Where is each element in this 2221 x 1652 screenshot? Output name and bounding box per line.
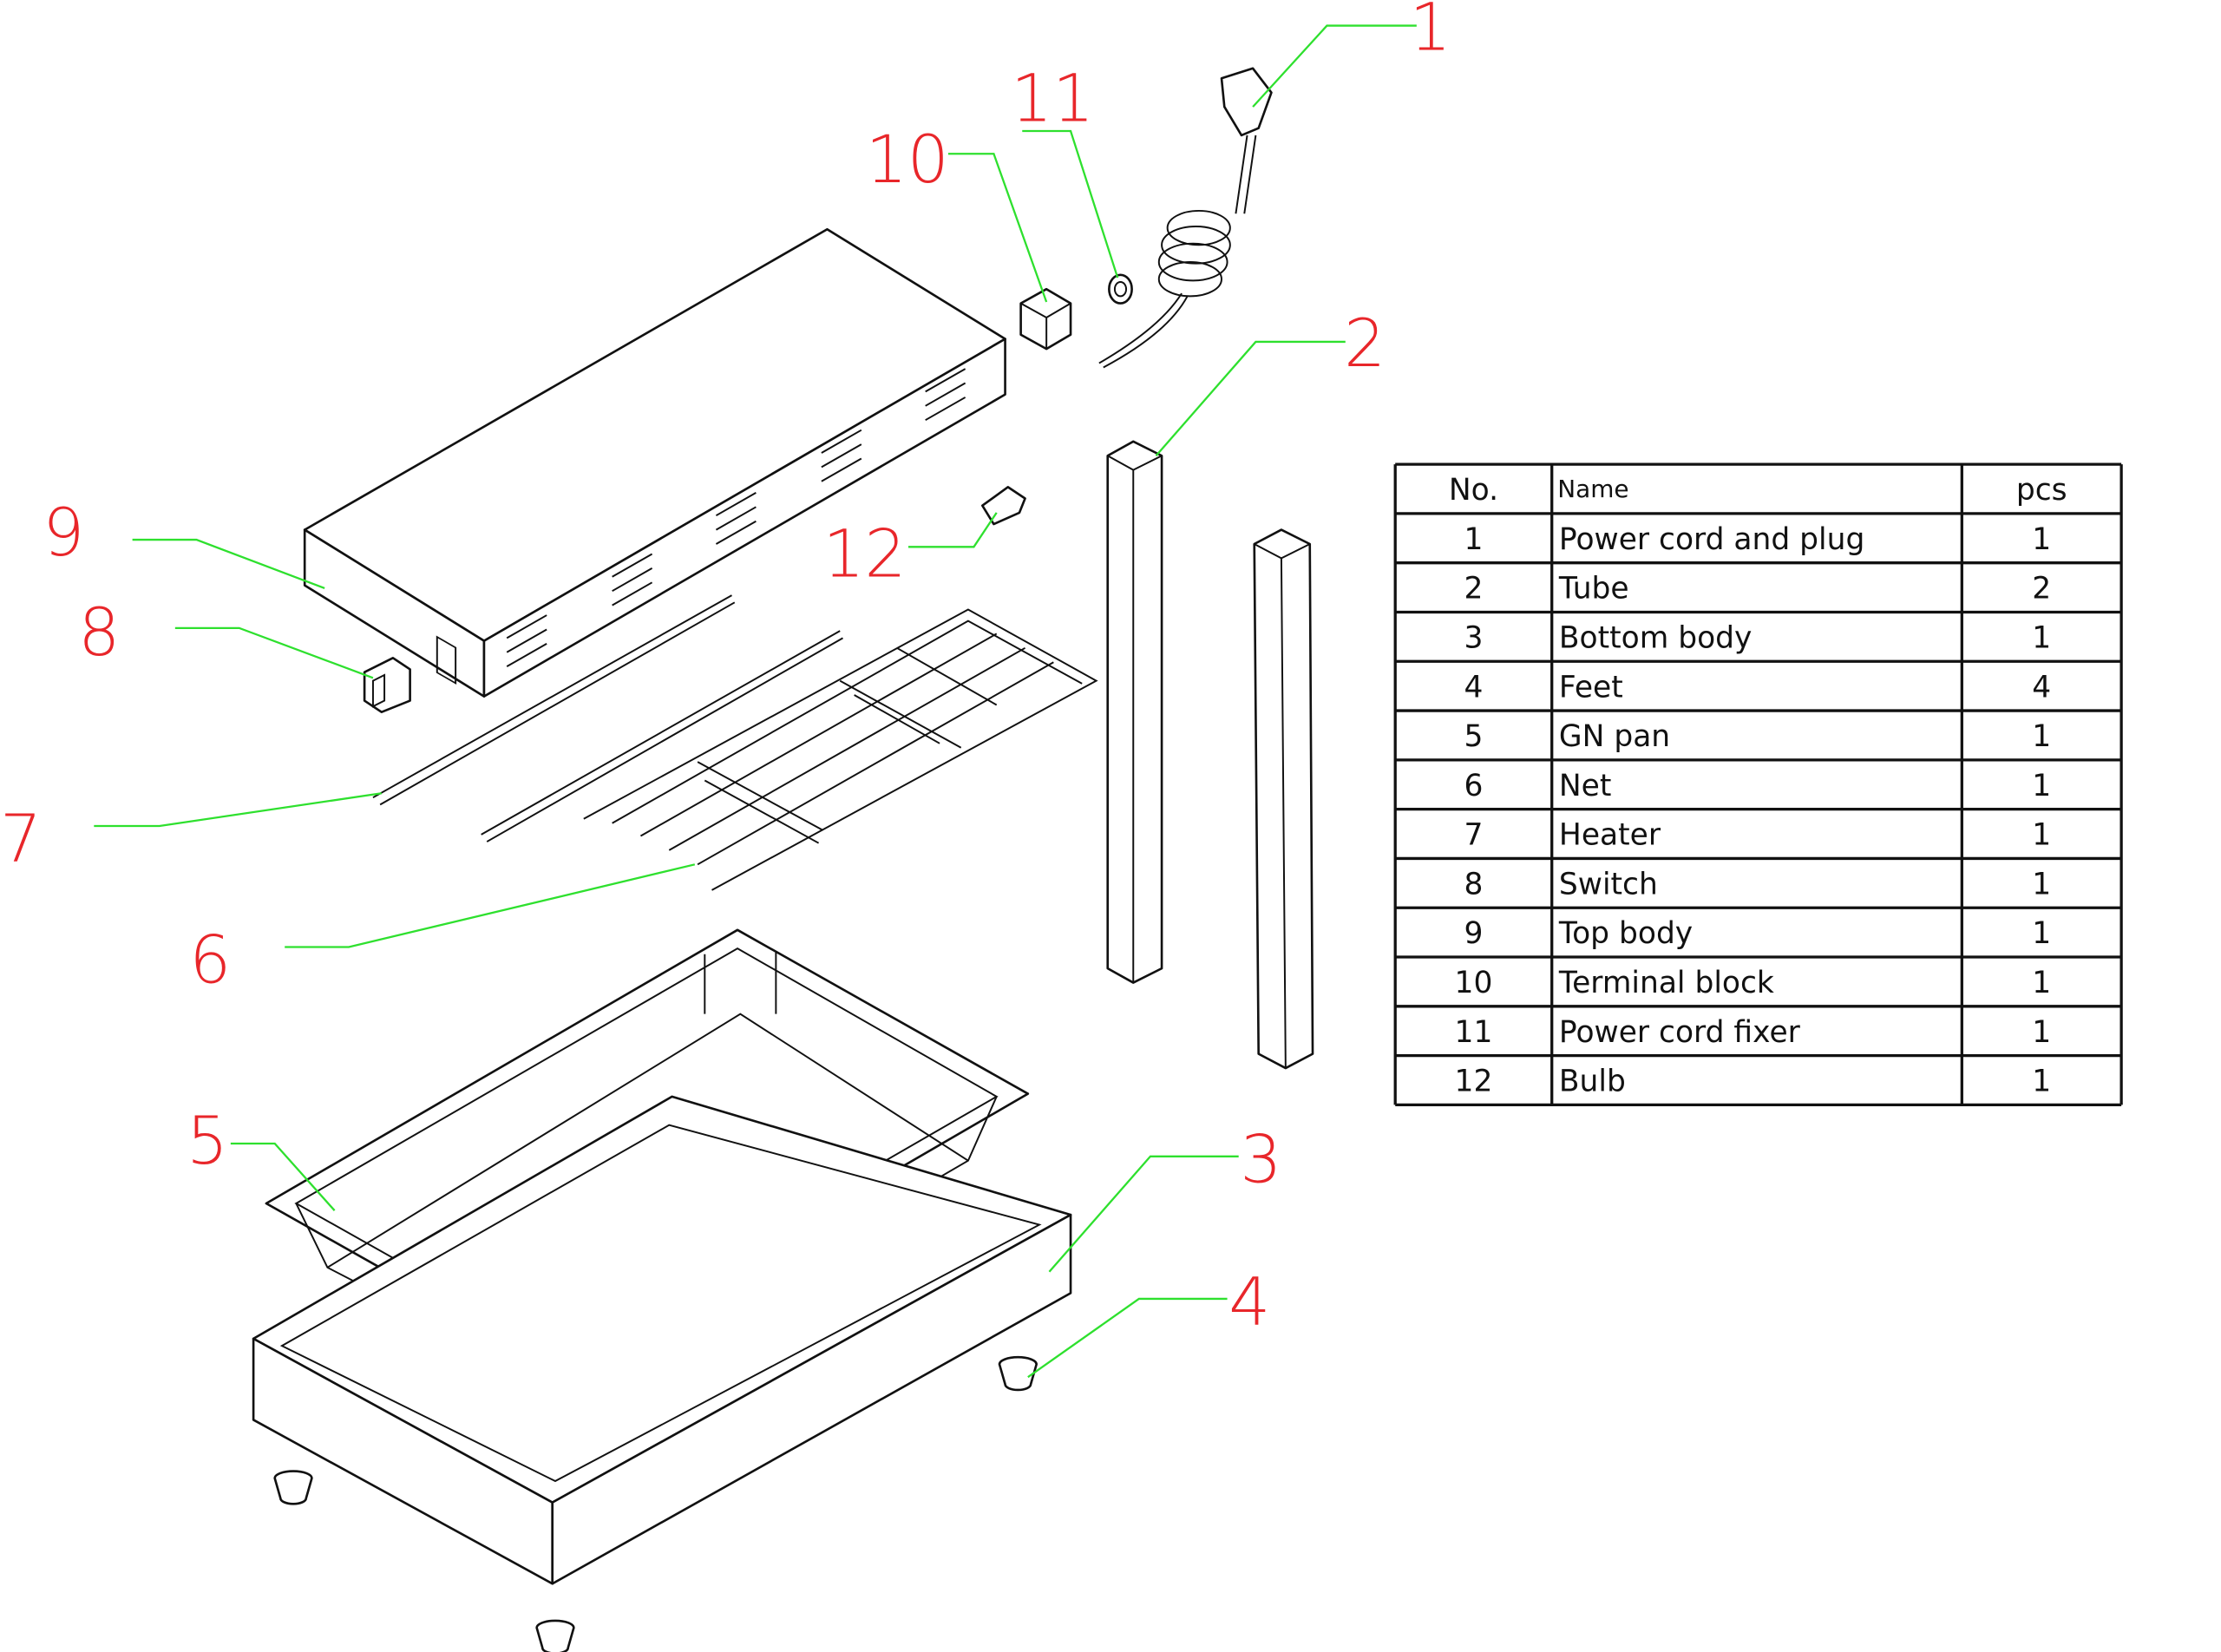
cell-name: Bulb [1559, 1065, 1626, 1099]
cell-no: 2 [1464, 572, 1484, 606]
net [583, 608, 1098, 891]
callout-8: 8 [78, 594, 120, 671]
cell-pcs: 1 [2032, 966, 2051, 1000]
table-row: 1 Power cord and plug 1 [1464, 522, 2052, 557]
cell-no: 4 [1464, 670, 1484, 705]
cell-pcs: 1 [2032, 769, 2051, 803]
callout-11: 11 [1011, 61, 1094, 137]
cell-name: Net [1559, 769, 1611, 803]
power-cord-fixer [1108, 273, 1133, 305]
cell-no: 3 [1464, 620, 1484, 655]
cell-pcs: 1 [2032, 916, 2051, 951]
callouts: 1 11 10 2 9 8 12 7 6 5 3 4 [0, 0, 1451, 1340]
cell-pcs: 1 [2032, 867, 2051, 901]
table-row: 5 GN pan 1 [1464, 719, 2052, 754]
callout-5: 5 [187, 1103, 228, 1179]
cell-name: Tube [1558, 572, 1629, 606]
cell-name: Power cord fixer [1559, 1015, 1801, 1050]
callout-4: 4 [1228, 1263, 1270, 1340]
table-row: 9 Top body 1 [1464, 916, 2052, 951]
cell-pcs: 1 [2032, 719, 2051, 754]
header-pcs: pcs [2016, 473, 2067, 508]
cell-no: 12 [1455, 1065, 1493, 1099]
cell-pcs: 1 [2032, 818, 2051, 853]
table-row: 2 Tube 2 [1464, 572, 2052, 606]
table-row: 12 Bulb 1 [1455, 1065, 2052, 1099]
callout-3: 3 [1240, 1121, 1281, 1197]
cell-no: 11 [1455, 1015, 1493, 1050]
cell-pcs: 2 [2032, 572, 2051, 606]
cell-no: 7 [1464, 818, 1484, 853]
callout-12: 12 [823, 516, 907, 593]
top-body [303, 227, 1006, 698]
cell-no: 5 [1464, 719, 1484, 754]
feet [273, 1355, 1038, 1652]
cell-no: 8 [1464, 867, 1484, 901]
cell-pcs: 1 [2032, 1065, 2051, 1099]
switch [363, 657, 411, 714]
table-row: 6 Net 1 [1464, 769, 2052, 803]
cell-name: Feet [1559, 670, 1623, 705]
header-name: Name [1557, 475, 1628, 503]
header-no: No. [1449, 473, 1498, 508]
callout-2: 2 [1344, 305, 1386, 382]
cell-no: 10 [1455, 966, 1493, 1000]
table-row: 10 Terminal block 1 [1455, 966, 2052, 1000]
table-row: 7 Heater 1 [1464, 818, 2052, 853]
leader-lines [94, 24, 1417, 1379]
cell-no: 6 [1464, 769, 1484, 803]
table-row: 11 Power cord fixer 1 [1455, 1015, 2052, 1050]
cell-no: 1 [1464, 522, 1484, 557]
cell-name: Switch [1559, 867, 1658, 901]
cell-name: Bottom body [1559, 620, 1753, 655]
cell-pcs: 1 [2032, 522, 2051, 557]
cell-no: 9 [1464, 916, 1484, 951]
callout-6: 6 [189, 922, 231, 999]
callout-1: 1 [1410, 0, 1451, 65]
bulb [980, 486, 1026, 526]
callout-7: 7 [0, 801, 42, 877]
table-row: 4 Feet 4 [1464, 670, 2052, 705]
cell-name: Heater [1559, 818, 1661, 853]
power-cord-and-plug [1098, 67, 1273, 369]
table-row: 3 Bottom body 1 [1464, 620, 2052, 655]
heater [372, 594, 843, 842]
callout-9: 9 [43, 495, 84, 571]
tube [1106, 440, 1314, 1070]
callout-10: 10 [866, 121, 949, 198]
cell-name: Top body [1558, 916, 1693, 951]
cell-pcs: 1 [2032, 1015, 2051, 1050]
cell-name: Power cord and plug [1559, 522, 1864, 557]
terminal-block [1019, 287, 1072, 351]
cell-pcs: 4 [2032, 670, 2051, 705]
table-grid [1393, 462, 2123, 1107]
cell-name: GN pan [1559, 719, 1670, 754]
bottom-body [252, 1095, 1072, 1585]
table-row: 8 Switch 1 [1464, 867, 2052, 901]
cell-pcs: 1 [2032, 620, 2051, 655]
cell-name: Terminal block [1558, 966, 1774, 1000]
